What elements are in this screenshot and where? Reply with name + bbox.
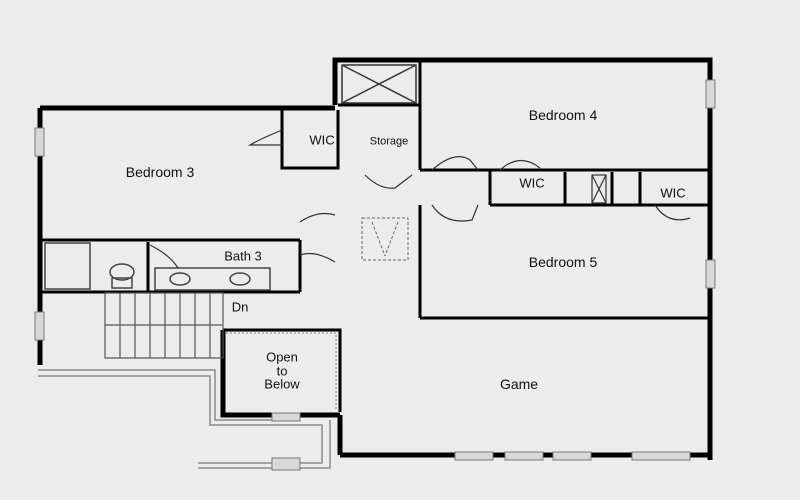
- open-to-below-line-2: to: [276, 363, 288, 379]
- doors: [149, 129, 691, 269]
- room-label-storage: Storage: [369, 135, 409, 148]
- room-label-game: Game: [499, 375, 539, 392]
- open-to-below-line-3: Below: [264, 376, 300, 392]
- attic-access-box: [341, 64, 417, 104]
- interior-walls: [40, 62, 710, 412]
- room-label-bedroom-3: Bedroom 3: [125, 163, 195, 180]
- room-label-wic-bedroom-3: WIC: [309, 132, 335, 148]
- attic-ladder: [361, 217, 409, 261]
- railing: [226, 332, 337, 410]
- linen-cabinet: [591, 174, 607, 204]
- stairs: [104, 292, 224, 359]
- stairs-down-label: Dn: [231, 299, 249, 315]
- outer-thin-walls: [38, 369, 331, 469]
- windows: [34, 79, 716, 471]
- open-to-below-line-1: Open: [266, 349, 298, 365]
- room-label-bedroom-4: Bedroom 4: [528, 106, 598, 123]
- room-label-bath-3: Bath 3: [224, 248, 262, 264]
- room-label-wic-bedroom-4: WIC: [519, 175, 545, 191]
- bath-fixtures: [44, 242, 271, 291]
- room-label-bedroom-5: Bedroom 5: [528, 253, 598, 270]
- room-label-wic-bedroom-5: WIC: [660, 185, 686, 201]
